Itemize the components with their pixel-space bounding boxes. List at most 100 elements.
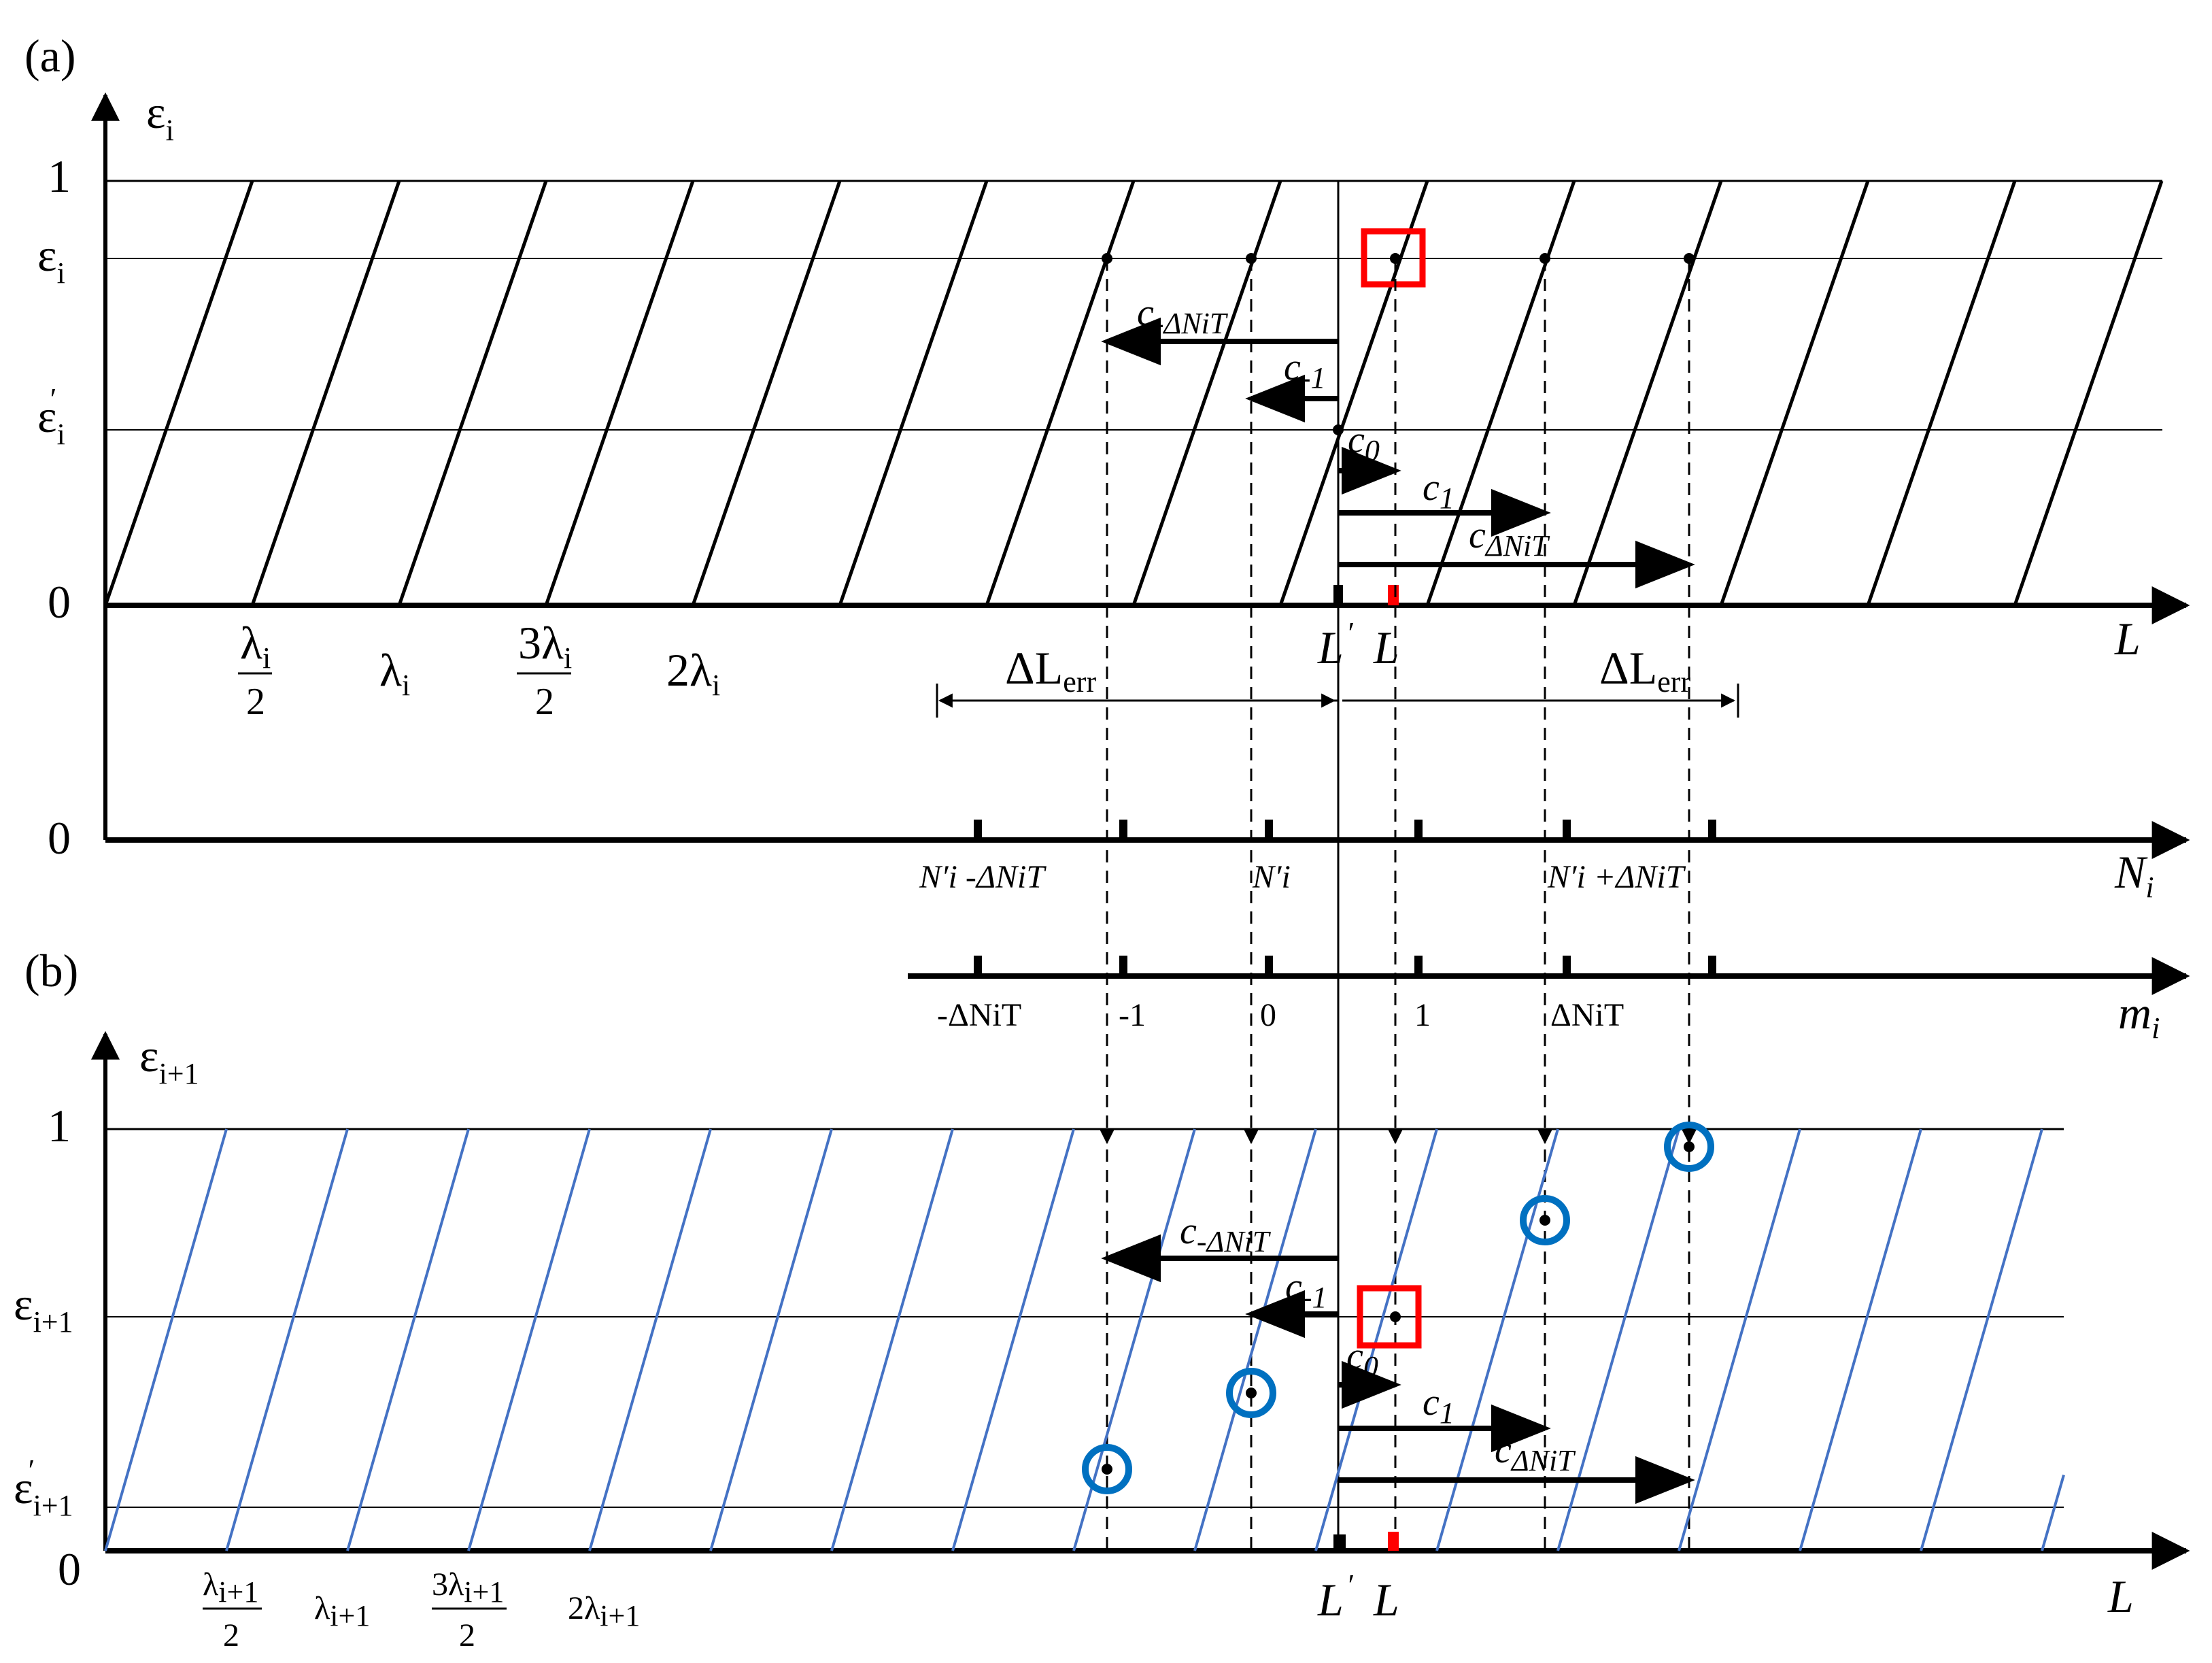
n-tick <box>974 820 982 840</box>
panel-b-phase-line <box>951 1128 1075 1551</box>
svg-text:3λi: 3λi <box>518 617 572 675</box>
svg-text:ΔLerr: ΔLerr <box>1005 642 1096 699</box>
panel-a-phase-line <box>691 180 842 606</box>
panel-a-label-Lprime: L′ <box>1317 616 1354 673</box>
svg-text:cΔNiT: cΔNiT <box>1469 514 1550 562</box>
panel-b-xtick-3half-lambda: 3λi+1 2 <box>432 1566 507 1653</box>
panel-b-c-arrows: c-ΔNiT c-1 c0 c1 cΔNiT <box>1101 1210 1695 1505</box>
panel-b-phase-line <box>104 1128 228 1551</box>
panel-b-x-axis-label: L <box>2107 1570 2134 1622</box>
panel-a-xtick-half-lambda: λi 2 <box>238 617 272 723</box>
panel-b-phase-line <box>588 1128 712 1551</box>
panel-b-label-Lprime: L′ <box>1317 1568 1354 1626</box>
panel-b-ytick-1: 1 <box>48 1100 71 1152</box>
panel-b-phase-line <box>225 1128 349 1551</box>
svg-text:2: 2 <box>535 681 554 723</box>
error-range-right: ΔLerr <box>1342 642 1739 718</box>
error-range-left: ΔLerr <box>936 642 1338 718</box>
panel-b-phase-line <box>1920 1128 2043 1551</box>
candidate-circle <box>1226 1368 1276 1418</box>
panel-a-c-arrows: c-ΔNiT c-1 c0 c1 cΔNiT <box>1101 292 1695 589</box>
n-tick-mid-label: N′i <box>1252 859 1291 895</box>
panel-b-phase-lines <box>104 1128 2065 1551</box>
m-tick-label: -ΔNiT <box>937 997 1021 1033</box>
panel-a-phase-line <box>397 180 548 606</box>
panel-a-phase-line <box>1719 180 1870 606</box>
panel-a-phase-line <box>1131 180 1282 606</box>
panel-a-phase-line <box>2013 180 2164 606</box>
panel-a-dot-epsp <box>1333 424 1344 435</box>
svg-text:λi: λi <box>240 617 271 675</box>
m-tick-label: 0 <box>1260 997 1276 1033</box>
panel-b-y-axis-label: εi+1 <box>139 1030 199 1090</box>
projection-dashed-lines <box>1100 258 1697 1551</box>
n-axis-zero: 0 <box>48 812 71 864</box>
n-tick <box>1414 820 1423 840</box>
svg-text:c-1: c-1 <box>1284 346 1326 394</box>
panel-a-tag: (a) <box>24 30 75 82</box>
panel-b-phase-line <box>1556 1128 1680 1551</box>
candidate-dot <box>1539 1215 1550 1226</box>
panel-b-marker-Lprime <box>1333 1534 1346 1551</box>
panel-a-ytick-1: 1 <box>48 150 71 202</box>
svg-text:c1: c1 <box>1423 467 1454 515</box>
panel-a-ytick-eps: εi <box>37 229 65 290</box>
m-axis-label: mi <box>2118 987 2160 1045</box>
panel-b-phase-line <box>346 1128 470 1551</box>
svg-text:c0: c0 <box>1348 419 1380 467</box>
panel-a-marker-L <box>1388 585 1399 605</box>
panel-a-ytick-0: 0 <box>48 576 71 628</box>
panel-b-phase-line <box>2041 1474 2065 1551</box>
m-tick <box>1119 956 1127 976</box>
svg-text:ΔLerr: ΔLerr <box>1599 642 1690 699</box>
panel-a-phase-line <box>1572 180 1723 606</box>
candidate-circle <box>1520 1195 1570 1245</box>
svg-text:c-ΔNiT: c-ΔNiT <box>1137 292 1229 340</box>
candidate-circle <box>1664 1122 1714 1172</box>
panel-a-phase-line <box>1425 180 1576 606</box>
panel-b-marker-L <box>1388 1532 1399 1551</box>
m-tick <box>974 956 982 976</box>
panel-b-tag: (b) <box>24 945 78 996</box>
panel-b-phase-line <box>1072 1128 1196 1551</box>
panel-a-phase-line <box>250 180 401 606</box>
m-axis-ticks <box>974 956 1716 976</box>
panel-a-x-axis-label: L <box>2114 613 2141 665</box>
svg-text:c-1: c-1 <box>1285 1266 1327 1314</box>
svg-text:2: 2 <box>223 1617 239 1653</box>
panel-b-candidate-circles <box>1082 1122 1714 1494</box>
n-tick <box>1563 820 1571 840</box>
panel-b-label-L: L <box>1373 1574 1399 1626</box>
panel-a-phase-line <box>838 180 989 606</box>
panel-b-ytick-eps: εi+1 <box>14 1278 73 1339</box>
panel-b-dot-true <box>1390 1311 1401 1322</box>
candidate-dot <box>1102 1464 1112 1475</box>
m-tick <box>1414 956 1423 976</box>
panel-a-phase-lines <box>103 180 2164 606</box>
svg-text:λi+1: λi+1 <box>203 1566 258 1609</box>
n-axis-label: Ni <box>2114 846 2154 904</box>
panel-a-y-axis-label: εi <box>146 86 174 147</box>
panel-b-phase-line <box>467 1128 591 1551</box>
svg-text:c-ΔNiT: c-ΔNiT <box>1180 1210 1272 1258</box>
candidate-circle <box>1082 1444 1132 1494</box>
panel-a-xtick-2lambda: 2λi <box>666 644 720 702</box>
panel-b-phase-line <box>1678 1128 1801 1551</box>
m-tick <box>1265 956 1273 976</box>
panel-b-ytick-epsp: εi+1′ <box>14 1454 73 1522</box>
panel-b-xtick-2lambda: 2λi+1 <box>568 1590 640 1632</box>
panel-b-xtick-half-lambda: λi+1 2 <box>203 1566 262 1653</box>
panel-a-phase-line <box>985 180 1136 606</box>
n-tick-right-label: N′i +ΔNiT <box>1547 859 1686 895</box>
panel-a-phase-line <box>103 180 254 606</box>
panel-b-phase-line <box>709 1128 833 1551</box>
n-tick-left-label: N′i -ΔNiT <box>919 859 1047 895</box>
svg-text:c1: c1 <box>1423 1381 1454 1430</box>
n-tick <box>1119 820 1127 840</box>
m-tick-label: 1 <box>1414 997 1431 1033</box>
panel-b-xtick-lambda: λi+1 <box>314 1590 370 1632</box>
m-tick <box>1563 956 1571 976</box>
